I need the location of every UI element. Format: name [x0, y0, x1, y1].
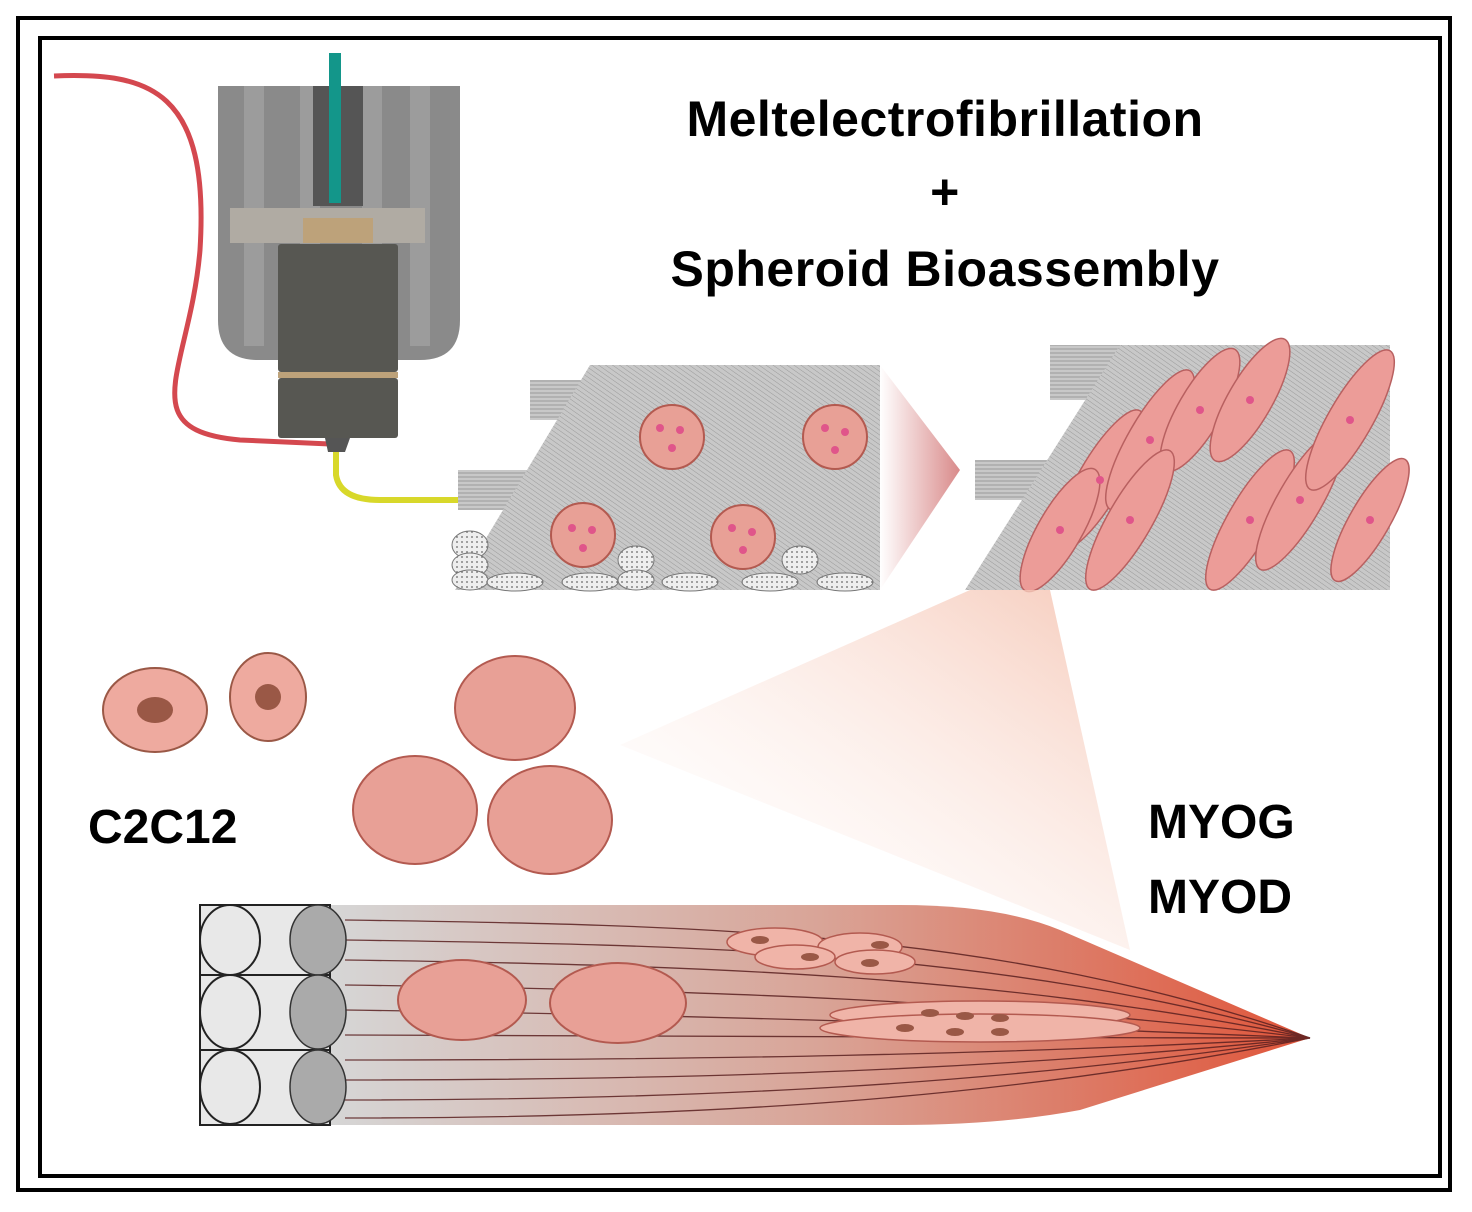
spheroid — [710, 504, 776, 570]
cell-line-label: C2C12 — [88, 801, 238, 854]
zoom-beam — [620, 590, 1130, 950]
spheroid — [639, 404, 705, 470]
melt-fiber — [333, 452, 460, 503]
filament — [329, 53, 341, 203]
inner-frame — [38, 36, 1442, 1178]
muscle-bundle — [199, 904, 1311, 1126]
scaffold-with-myotubes — [965, 337, 1410, 593]
free-spheroids — [352, 655, 613, 875]
red-wire — [53, 73, 331, 447]
spheroid — [550, 502, 616, 568]
outer-frame — [16, 16, 1452, 1192]
c2c12-cells — [102, 652, 307, 753]
arrow-icon — [880, 365, 960, 590]
title-line-2: Spheroid Bioassembly — [670, 241, 1220, 297]
title-plus: + — [930, 164, 960, 220]
printhead — [53, 53, 460, 503]
marker-myog-label: MYOG — [1148, 796, 1295, 849]
spheroid — [802, 404, 868, 470]
title-line-1: Meltelectrofibrillation — [686, 91, 1204, 147]
scaffold-with-spheroids — [451, 365, 880, 592]
marker-myod-label: MYOD — [1148, 871, 1292, 924]
